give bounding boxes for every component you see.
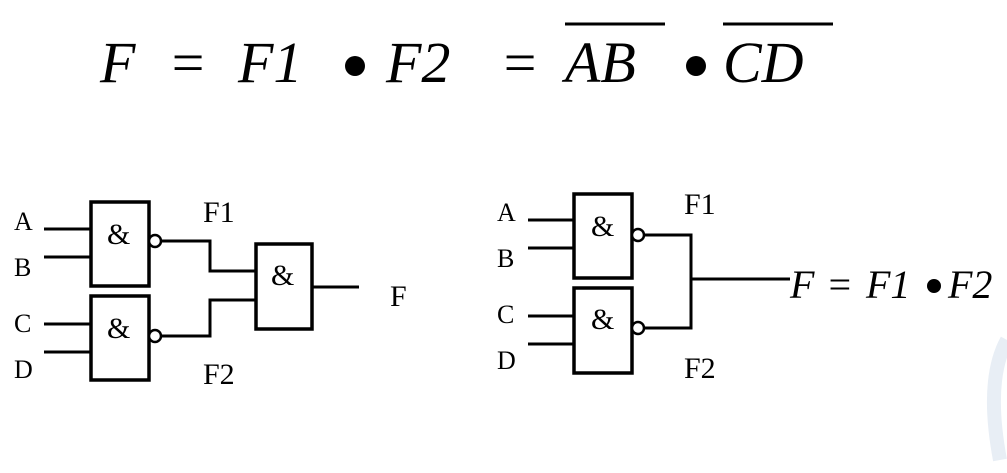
eq-CD: CD <box>723 30 804 95</box>
left-gate2-symbol: & <box>107 312 130 345</box>
decor-arc <box>986 336 1007 462</box>
right-label-F1: F1 <box>684 188 716 221</box>
left-output-F: F <box>390 280 407 313</box>
left-nand-gate-1 <box>89 200 151 288</box>
main-equation: F = F1 F2 = AB CD <box>99 22 833 95</box>
right-nand-gate-2 <box>572 286 634 375</box>
left-input-C: C <box>14 309 31 338</box>
left-wire-F2 <box>161 298 257 338</box>
left-circuit: A B C D & & F1 F2 & F <box>14 196 407 391</box>
right-out-F2: F2 <box>947 262 992 307</box>
eq-F1: F1 <box>237 30 302 95</box>
right-gate2-symbol: & <box>591 303 614 336</box>
left-input-D: D <box>14 355 33 384</box>
right-out-dot <box>927 279 941 293</box>
eq-dot-1 <box>345 56 365 76</box>
right-input-A: A <box>497 198 516 227</box>
left-label-F1: F1 <box>203 196 235 229</box>
eq-F: F <box>99 30 136 95</box>
right-input-B: B <box>497 244 514 273</box>
right-out-F: F <box>789 262 815 307</box>
right-out-F1: F1 <box>865 262 910 307</box>
eq-dot-2 <box>686 56 706 76</box>
left-gate1-bubble <box>147 233 163 249</box>
right-label-F2: F2 <box>684 352 716 385</box>
right-output-equation: F = F1 F2 <box>789 262 992 307</box>
right-wired-junction <box>644 233 693 330</box>
right-gate1-symbol: & <box>591 210 614 243</box>
eq-equals-2: = <box>500 30 539 95</box>
right-input-D: D <box>497 346 516 375</box>
left-gate2-bubble <box>147 328 163 344</box>
left-label-F2: F2 <box>203 358 235 391</box>
eq-F2: F2 <box>385 30 450 95</box>
eq-AB: AB <box>561 30 636 95</box>
right-gate1-bubble <box>630 227 646 243</box>
right-circuit: A B C D & & F1 F2 F = F1 F2 <box>497 188 992 385</box>
left-input-A: A <box>14 207 33 236</box>
left-input-B: B <box>14 253 31 282</box>
right-gate2-bubble <box>630 320 646 336</box>
left-gate3-symbol: & <box>271 259 294 292</box>
left-wire-F1 <box>161 239 257 273</box>
right-out-equals: = <box>826 262 853 307</box>
right-nand-gate-1 <box>572 192 634 280</box>
left-gate1-symbol: & <box>107 218 130 251</box>
right-input-C: C <box>497 300 514 329</box>
eq-equals-1: = <box>168 30 207 95</box>
